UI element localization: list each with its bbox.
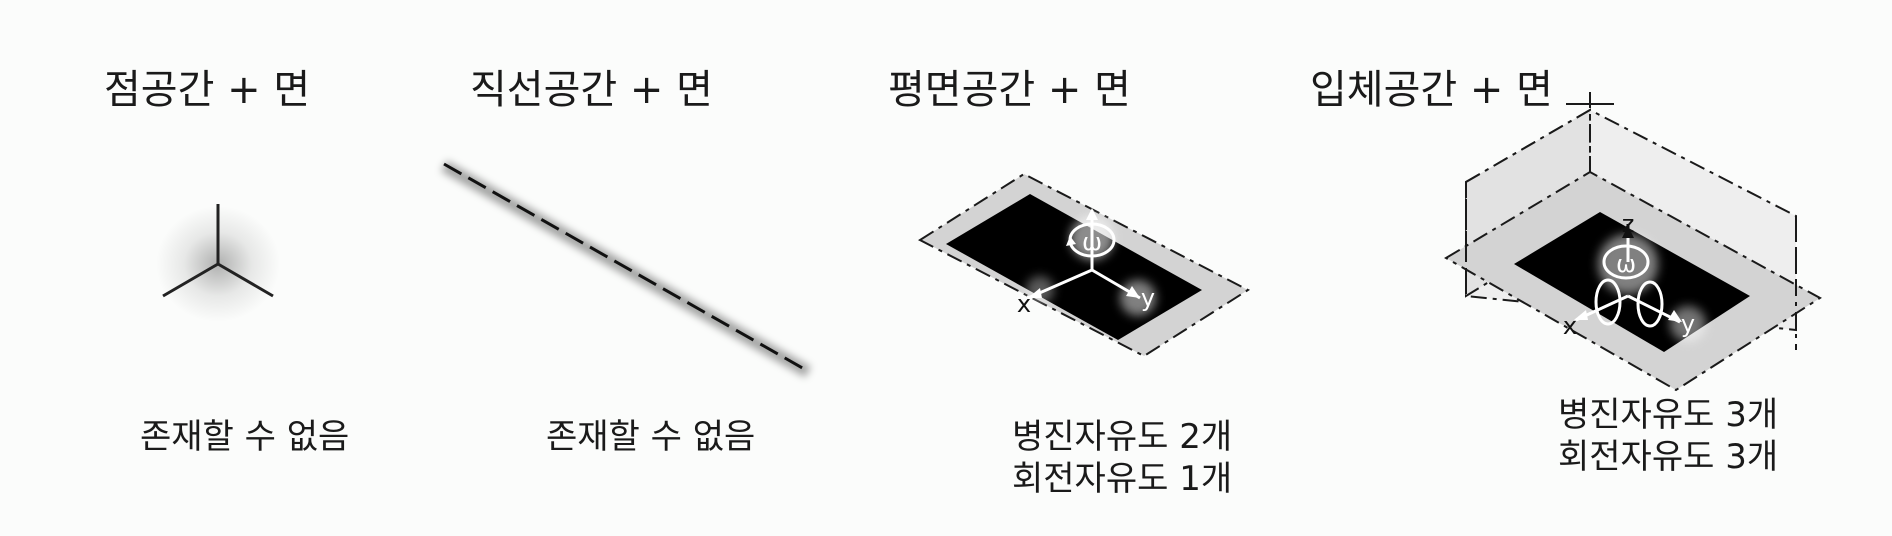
caption-line: 존재할 수 없음 [546,416,755,458]
point-axis-right [217,262,274,298]
volume-arrow-z [1622,226,1634,238]
volume-label-z: z [1622,210,1635,238]
volume-arrow-y [1668,310,1682,322]
caption-plane-line-1: 병진자유도 2개 [1012,417,1233,457]
panel-title-plane: 평면공간 + 면 [888,67,1131,113]
panel-title-point: 점공간 + 면 [104,67,311,113]
plane-label-y: y [1141,284,1155,312]
caption-plane-line-2: 회전자유도 1개 [1012,459,1233,499]
caption-point: 존재할 수 없음 [140,416,349,458]
plane-space-figure: ω y x [917,172,1251,358]
panel-title-line: 직선공간 + 면 [470,67,713,113]
plane-label-w: ω [1082,228,1102,256]
plane-arrow-up [1086,208,1098,220]
volume-label-w: ω [1616,250,1636,278]
line-space-figure [441,160,811,378]
point-space-figure [156,204,280,322]
plane-rotation-arrow [1066,236,1076,246]
caption-volume-line-2: 회전자유도 3개 [1558,437,1779,477]
point-axis-left [162,262,219,298]
plane-arrow-x [1028,288,1042,298]
caption-volume: 병진자유도 3개 회전자유도 3개 [1558,394,1778,478]
panel-title-volume: 입체공간 + 면 [1310,67,1553,113]
volume-rotation-ring-y [1636,280,1664,328]
volume-glow-y [1670,306,1706,342]
caption-line-line-1: 존재할 수 없음 [546,417,756,457]
plane-label-x: x [1017,290,1031,318]
volume-rotation-ring-x [1594,278,1622,326]
dashed-line [443,162,807,372]
caption-volume-line-1: 병진자유도 3개 [1558,395,1779,435]
plane-arrow-y [1126,286,1140,298]
caption-point-line-1: 존재할 수 없음 [140,417,350,457]
volume-rotation-ring-z [1602,244,1650,280]
volume-label-x: x [1563,312,1577,340]
volume-arrow-x [1574,310,1588,320]
caption-plane: 병진자유도 2개 회전자유도 1개 [1012,416,1232,500]
volume-space-figure: ω z y x [1444,92,1822,392]
volume-label-y: y [1681,310,1695,338]
